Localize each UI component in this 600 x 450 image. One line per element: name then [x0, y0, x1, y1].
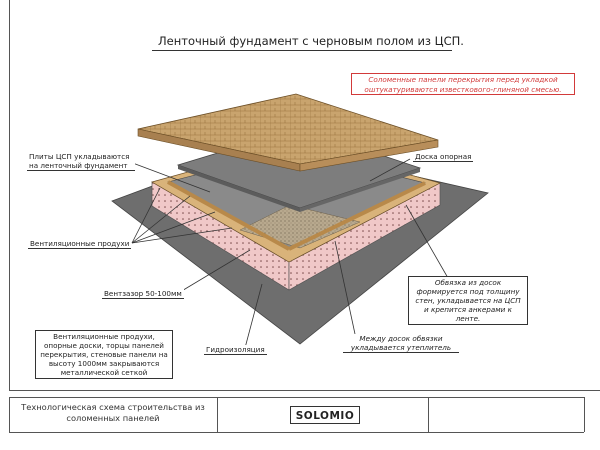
- leader-vent-1: [131, 187, 161, 244]
- leader-insul: [334, 240, 356, 335]
- frame-left-border: [9, 0, 10, 390]
- leader-lines: [129, 158, 453, 349]
- leader-gap: [179, 249, 251, 293]
- label-vent-gap: Вентзазор 50-100мм: [102, 289, 184, 299]
- leader-vent-3: [131, 211, 216, 244]
- titleblock-bottom-border: [9, 432, 584, 433]
- titleblock-caption: Технологическая схема строительства из с…: [21, 402, 205, 423]
- leader-hydro: [244, 283, 263, 349]
- strap-board-left: [167, 180, 290, 251]
- page-title: Ленточный фундамент с черновым полом из …: [158, 34, 464, 48]
- leader-strap: [405, 204, 453, 286]
- label-waterproofing: Гидроизоляция: [204, 345, 267, 355]
- strap-board-right: [288, 181, 426, 251]
- titleblock-left-border: [9, 397, 10, 432]
- tsp-middle-edge2: [300, 168, 420, 212]
- label-insulation: Между досок обвязки укладывается утеплит…: [343, 334, 459, 353]
- leader-board: [369, 158, 411, 182]
- frame-bottom-border: [9, 390, 600, 391]
- straw-panel-front-right: [299, 139, 439, 172]
- label-tsp-plates: Плиты ЦСП укладываются на ленточный фунд…: [27, 152, 135, 171]
- label-vent-note: Вентиляционные продухи, опорные доски, т…: [35, 330, 173, 379]
- titleblock-divider-2: [428, 397, 429, 432]
- titleblock-divider-3: [584, 397, 585, 432]
- solomio-logo: SOLOMIO: [290, 406, 360, 424]
- straw-plaster-note: Соломенные панели перекрытия перед уклад…: [351, 73, 575, 95]
- title-underline: [152, 50, 452, 51]
- titleblock-divider-1: [217, 397, 218, 432]
- label-vent-products: Вентиляционные продухи: [28, 239, 132, 249]
- leader-vent-2: [131, 195, 191, 244]
- label-support-board: Доска опорная: [413, 152, 474, 162]
- titleblock-top-border: [9, 397, 584, 398]
- leader-tsp: [129, 161, 211, 193]
- tsp-middle-edge: [178, 165, 300, 212]
- leader-vent-4: [131, 227, 233, 244]
- label-strapping: Обвязка из досок формируется под толщину…: [408, 276, 528, 325]
